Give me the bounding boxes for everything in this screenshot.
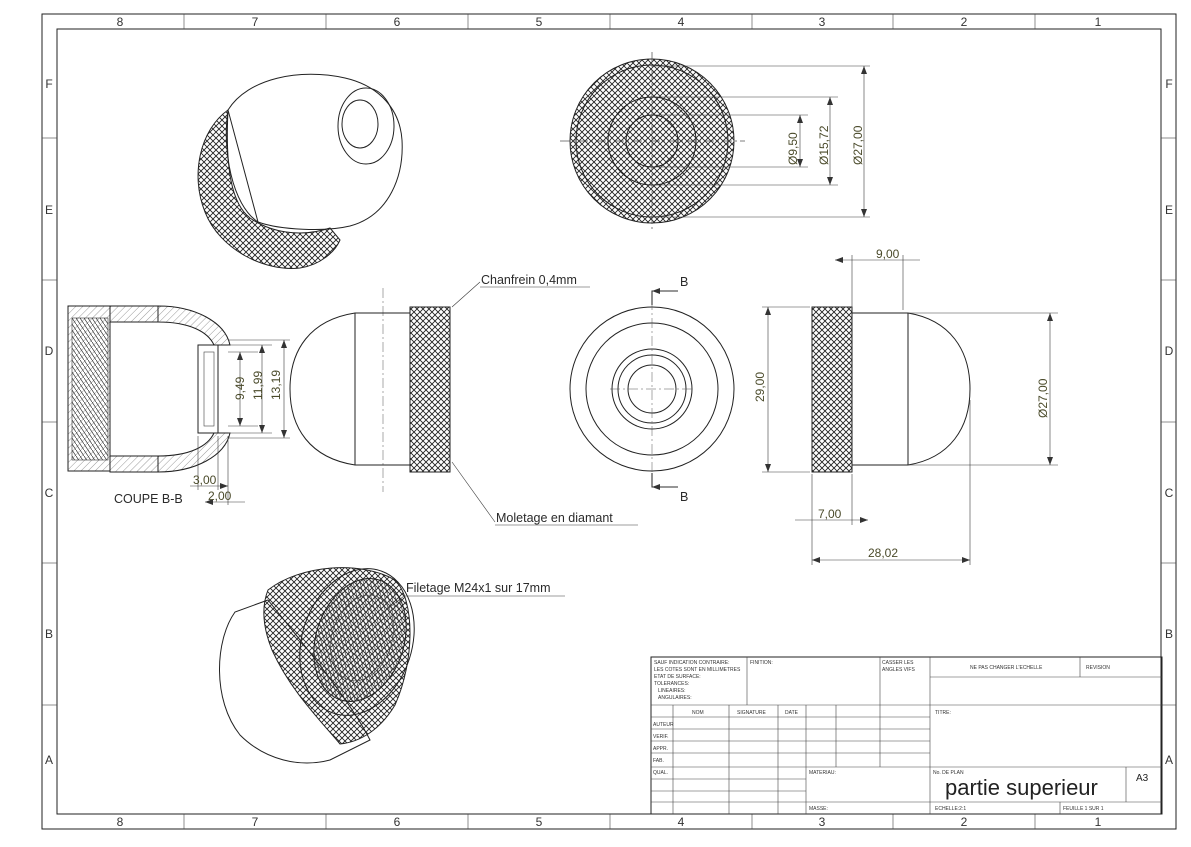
zone-row-d-right: D (1165, 344, 1174, 358)
tb-role-1: VERIF. (653, 734, 669, 740)
zone-col-2-bottom: 2 (961, 815, 968, 829)
tb-finish: FINITION: (750, 660, 773, 666)
dim-phi-9-50: Ø9,50 (786, 132, 800, 165)
tb-revision: REVISION (1086, 665, 1110, 671)
zone-row-e-right: E (1165, 203, 1173, 217)
tb-role-3: FAB. (653, 758, 664, 764)
zone-row-d: D (45, 344, 54, 358)
dim-28-02: 28,02 (868, 546, 898, 560)
outer-border (41, 13, 1177, 830)
section-mark-top: B (680, 275, 688, 289)
dim-2-00: 2,00 (208, 489, 232, 503)
knurl-note: Moletage en diamant (496, 511, 613, 525)
zone-row-b-right: B (1165, 627, 1173, 641)
tb-role-0: AUTEUR (653, 722, 674, 728)
tb-note-0: SAUF INDICATION CONTRAIRE: (654, 660, 729, 666)
zone-col-1-bottom: 1 (1095, 815, 1102, 829)
isometric-view-bottom (219, 567, 415, 764)
zone-col-4: 4 (678, 15, 685, 29)
isometric-view-top (197, 73, 403, 269)
tb-material: MATERIAU: (809, 770, 836, 776)
end-view-center: B B (569, 275, 735, 504)
section-mark-bottom: B (680, 490, 688, 504)
zone-col-8-bottom: 8 (117, 815, 124, 829)
tb-sheet-size: A3 (1136, 773, 1149, 784)
dim-29-00: 29,00 (753, 372, 767, 402)
tb-scale-note: NE PAS CHANGER L'ECHELLE (970, 665, 1043, 671)
dim-phi-15-72: Ø15,72 (817, 125, 831, 165)
tb-edges-1: ANGLES VIFS (882, 667, 915, 673)
zone-col-7-bottom: 7 (252, 815, 259, 829)
zone-row-e: E (45, 203, 53, 217)
inner-border (56, 28, 1162, 815)
zone-col-1: 1 (1095, 15, 1102, 29)
tb-role-2: APPR. (653, 746, 668, 752)
tb-col-signature: SIGNATURE (737, 710, 766, 716)
tb-mass: MASSE: (809, 806, 828, 812)
zone-col-6-bottom: 6 (394, 815, 401, 829)
tb-title-label: TITRE: (935, 710, 951, 716)
dim-3-00: 3,00 (193, 473, 217, 487)
zone-row-f-right: F (1165, 77, 1172, 91)
tb-note-5: ANGULAIRES: (658, 695, 692, 701)
dim-phi-27-00-side: Ø27,00 (1036, 378, 1050, 418)
zone-col-5: 5 (536, 15, 543, 29)
front-view: Chanfrein 0,4mm Moletage en diamant (289, 273, 638, 526)
chamfer-note: Chanfrein 0,4mm (481, 273, 577, 287)
thread-note: Filetage M24x1 sur 17mm (406, 581, 551, 595)
zone-col-2: 2 (961, 15, 968, 29)
zone-col-3: 3 (819, 15, 826, 29)
tb-col-date: DATE (785, 710, 799, 716)
section-view-bb: 9,49 11,99 13,19 3,00 2,00 COUPE B-B (67, 305, 290, 506)
dim-9-49: 9,49 (233, 376, 247, 400)
tb-edges-0: CASSER LES (882, 660, 914, 666)
zone-col-7: 7 (252, 15, 259, 29)
tb-drawing-no-label: No. DE PLAN (933, 770, 964, 776)
zone-row-b: B (45, 627, 53, 641)
section-label: COUPE B-B (114, 492, 183, 506)
dim-phi-27-00-top: Ø27,00 (851, 125, 865, 165)
zone-col-6: 6 (394, 15, 401, 29)
tb-sheet: FEUILLE 1 SUR 1 (1063, 806, 1104, 812)
zone-ticks (42, 14, 1176, 829)
zone-col-3-bottom: 3 (819, 815, 826, 829)
tb-note-4: LINEAIRES: (658, 688, 686, 694)
end-view-top: Ø9,50 Ø15,72 Ø27,00 (560, 52, 870, 232)
zone-col-4-bottom: 4 (678, 815, 685, 829)
zone-row-a: A (45, 753, 53, 767)
dim-13-19: 13,19 (269, 370, 283, 400)
tb-drawing-title: partie superieur (945, 775, 1098, 800)
tb-role-4: QUAL. (653, 770, 668, 776)
zone-col-8: 8 (117, 15, 124, 29)
tb-note-3: TOLERANCES: (654, 681, 689, 687)
zone-col-5-bottom: 5 (536, 815, 543, 829)
title-block: SAUF INDICATION CONTRAIRE: LES COTES SON… (650, 656, 1163, 815)
zone-row-f: F (45, 77, 52, 91)
tb-note-2: ETAT DE SURFACE: (654, 674, 701, 680)
zone-row-c-right: C (1165, 486, 1174, 500)
zone-row-a-right: A (1165, 753, 1173, 767)
zone-row-c: C (45, 486, 54, 500)
tb-col-nom: NOM (692, 710, 704, 716)
dim-11-99: 11,99 (251, 371, 265, 400)
dim-9-00: 9,00 (876, 247, 900, 261)
tb-note-1: LES COTES SONT EN MILLIMETRES (654, 667, 741, 673)
side-view-right: 9,00 29,00 Ø27,00 7,00 28,02 (753, 247, 1058, 565)
dim-7-00: 7,00 (818, 507, 842, 521)
tb-scale: ECHELLE:2:1 (935, 806, 966, 812)
thread-callout: Filetage M24x1 sur 17mm (379, 581, 565, 616)
